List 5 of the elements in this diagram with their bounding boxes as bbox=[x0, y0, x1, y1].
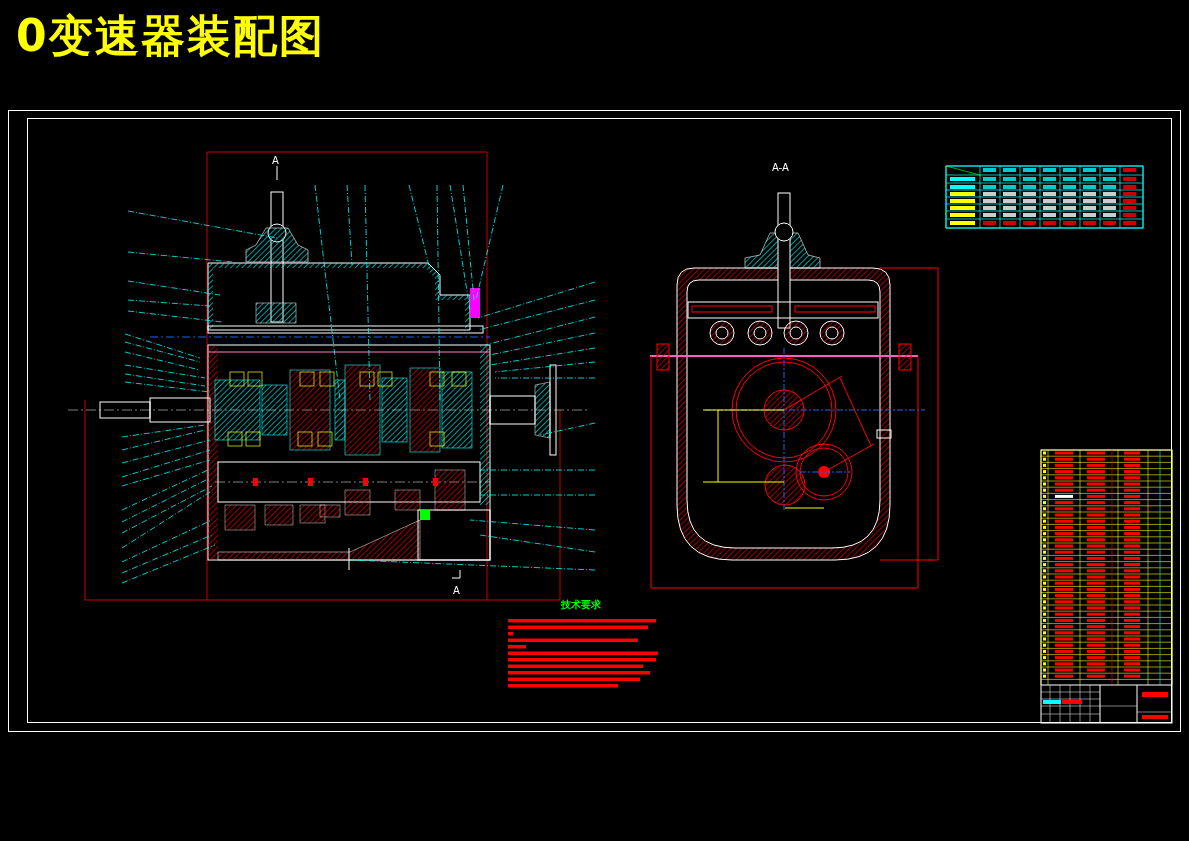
notes-heading: 技术要求 bbox=[561, 600, 601, 610]
section-label: A bbox=[272, 156, 279, 166]
drawing-title: 0变速器装配图 bbox=[16, 12, 325, 61]
section-label: A-A bbox=[772, 163, 789, 173]
section-label: A bbox=[453, 586, 460, 596]
